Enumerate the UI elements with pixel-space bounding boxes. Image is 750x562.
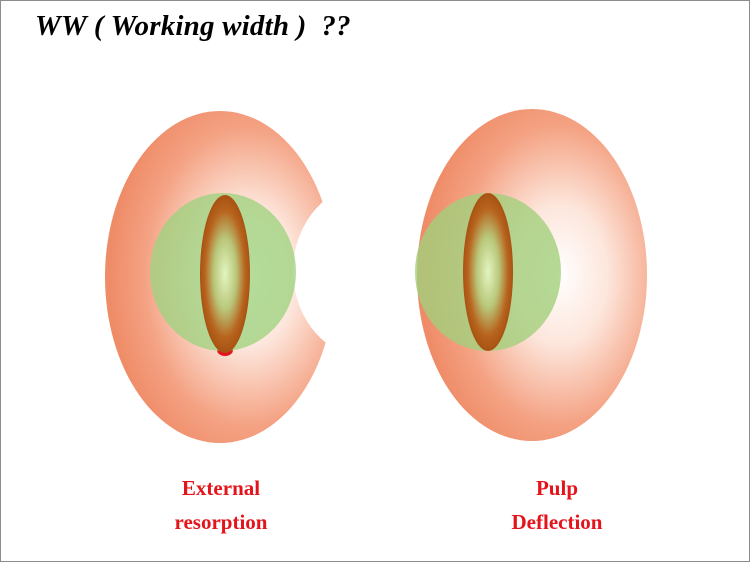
caption-left-line2: resorption [174, 510, 268, 534]
caption-external-resorption: External resorption [121, 471, 321, 539]
caption-right-line1: Pulp [535, 476, 579, 500]
root-canal-left [200, 195, 250, 353]
slide-title: WW ( Working width ) ?? [35, 10, 351, 42]
tooth-pulp-deflection [415, 109, 647, 441]
root-canal-right [463, 193, 513, 351]
caption-right-line2: Deflection [511, 510, 603, 534]
caption-left-line1: External [181, 476, 261, 500]
caption-pulp-deflection: Pulp Deflection [457, 471, 657, 539]
tooth-external-resorption [105, 111, 335, 443]
